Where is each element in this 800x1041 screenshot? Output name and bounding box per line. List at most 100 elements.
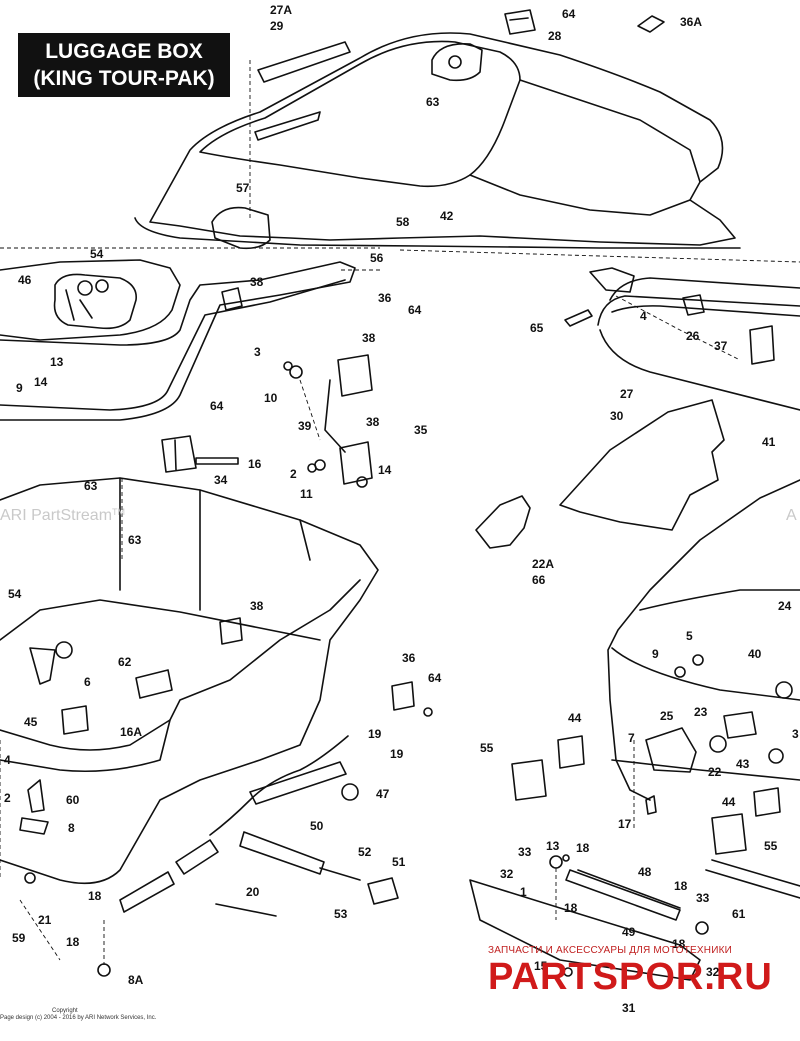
callout-18d: 18	[564, 901, 578, 915]
callout-51: 51	[392, 855, 406, 869]
screw-64d	[423, 707, 433, 717]
callout-18c: 18	[576, 841, 590, 855]
callout-55a: 55	[480, 741, 494, 755]
watermark-right: A	[786, 507, 797, 524]
callout-36c: 36	[402, 651, 416, 665]
reflector-29	[257, 41, 351, 83]
copyright-line-2: Page design (c) 2004 - 2016 by ARI Netwo…	[0, 1015, 157, 1021]
diagram-title-box: LUGGAGE BOX (KING TOUR-PAK)	[18, 33, 230, 97]
callout-38d: 38	[250, 599, 264, 613]
callout-14b: 14	[378, 463, 392, 477]
latch-ring-b	[95, 279, 109, 293]
lower-box-right	[607, 479, 800, 801]
harness-lead-left	[119, 871, 175, 913]
upper-tray-left	[0, 259, 181, 341]
lower-box-right-rim	[611, 647, 800, 701]
callout-18e: 18	[674, 879, 688, 893]
callout-38c: 38	[366, 415, 380, 429]
trim-strip-61	[705, 859, 800, 899]
callout-7: 7	[628, 731, 635, 745]
callout-64b: 64	[408, 303, 422, 317]
leader-c	[399, 249, 800, 263]
callout-55b: 55	[764, 839, 778, 853]
lid-top-panel	[199, 40, 521, 188]
callout-20: 20	[246, 885, 260, 899]
callout-3b: 3	[792, 727, 799, 741]
copyright-notice: Copyright Page design (c) 2004 - 2016 by…	[0, 1008, 156, 1022]
callout-44a: 44	[568, 711, 582, 725]
light-bar-31	[469, 879, 701, 981]
callout-50: 50	[310, 819, 324, 833]
callout-30: 30	[610, 409, 624, 423]
latch-assembly-46	[53, 273, 137, 330]
hinge-plate-38b	[337, 354, 373, 397]
callout-54b: 54	[8, 587, 22, 601]
copyright-line-1: Copyright	[52, 1008, 78, 1014]
callout-43: 43	[736, 757, 750, 771]
callout-40: 40	[748, 647, 762, 661]
title-line-1: LUGGAGE BOX	[45, 40, 203, 63]
hinge-plate-38c	[339, 441, 373, 485]
callout-63b: 63	[84, 479, 98, 493]
upper-tray-left-inner	[0, 279, 346, 411]
bracket-17	[645, 795, 657, 815]
hinge-37	[749, 325, 775, 365]
callout-66: 66	[532, 573, 546, 587]
callout-2a: 2	[290, 467, 297, 481]
callout-52: 52	[358, 845, 372, 859]
latch-pin	[65, 289, 93, 321]
callout-36a: 36A	[680, 15, 702, 29]
lower-box-left-front	[0, 719, 171, 773]
callout-38a: 38	[250, 275, 264, 289]
clip-8	[19, 817, 49, 835]
lower-box-left	[0, 477, 379, 885]
callout-54a: 54	[90, 247, 104, 261]
latch-ring-a	[77, 280, 93, 296]
callout-29: 29	[270, 19, 284, 33]
callout-33a: 33	[518, 845, 532, 859]
lower-box-right-floor	[611, 759, 800, 781]
callout-18a: 18	[88, 889, 102, 903]
liner-22a	[475, 495, 531, 549]
liner-30	[559, 399, 725, 531]
bumper-40	[775, 681, 793, 699]
callout-47: 47	[376, 787, 390, 801]
callout-1: 1	[520, 885, 527, 899]
callout-62: 62	[118, 655, 132, 669]
hinge-plate-38d	[219, 617, 243, 645]
bulb-51	[367, 877, 399, 905]
callout-13b: 13	[546, 839, 560, 853]
part-callouts: 27A 29 64 28 36A 63 57 58 42 56 54 46 38…	[4, 3, 799, 1015]
callout-2b: 2	[4, 791, 11, 805]
leader-f	[299, 379, 321, 441]
callout-61: 61	[732, 907, 746, 921]
watermark-left-text: ARI PartStream	[0, 507, 113, 524]
callout-63c: 63	[128, 533, 142, 547]
harness-lead-52	[319, 867, 361, 881]
callout-35: 35	[414, 423, 428, 437]
lower-box-left-rim	[0, 579, 361, 751]
bracket-34	[161, 435, 197, 473]
pad-44a	[557, 735, 585, 769]
bolt-20	[215, 903, 277, 917]
lid-rim	[134, 217, 741, 249]
check-arm-39	[324, 379, 346, 453]
callout-19a: 19	[368, 727, 382, 741]
washer-9b	[674, 666, 686, 678]
callout-27: 27	[620, 387, 634, 401]
dashed-leaders	[0, 60, 800, 965]
lower-box-right-inner	[639, 589, 800, 611]
callout-22: 22	[708, 765, 722, 779]
wire-48	[577, 869, 681, 909]
pad-44b	[753, 787, 781, 817]
lid-side-panel	[519, 79, 701, 183]
floor-plate-62	[135, 669, 173, 699]
hinge-28	[504, 9, 536, 35]
callout-53: 53	[334, 907, 348, 921]
latch-bracket-65	[589, 267, 635, 293]
callout-16: 16	[248, 457, 262, 471]
washer-10	[289, 365, 303, 379]
pad-36a	[637, 15, 665, 33]
socket-33a	[549, 855, 563, 869]
callout-24: 24	[778, 599, 792, 613]
